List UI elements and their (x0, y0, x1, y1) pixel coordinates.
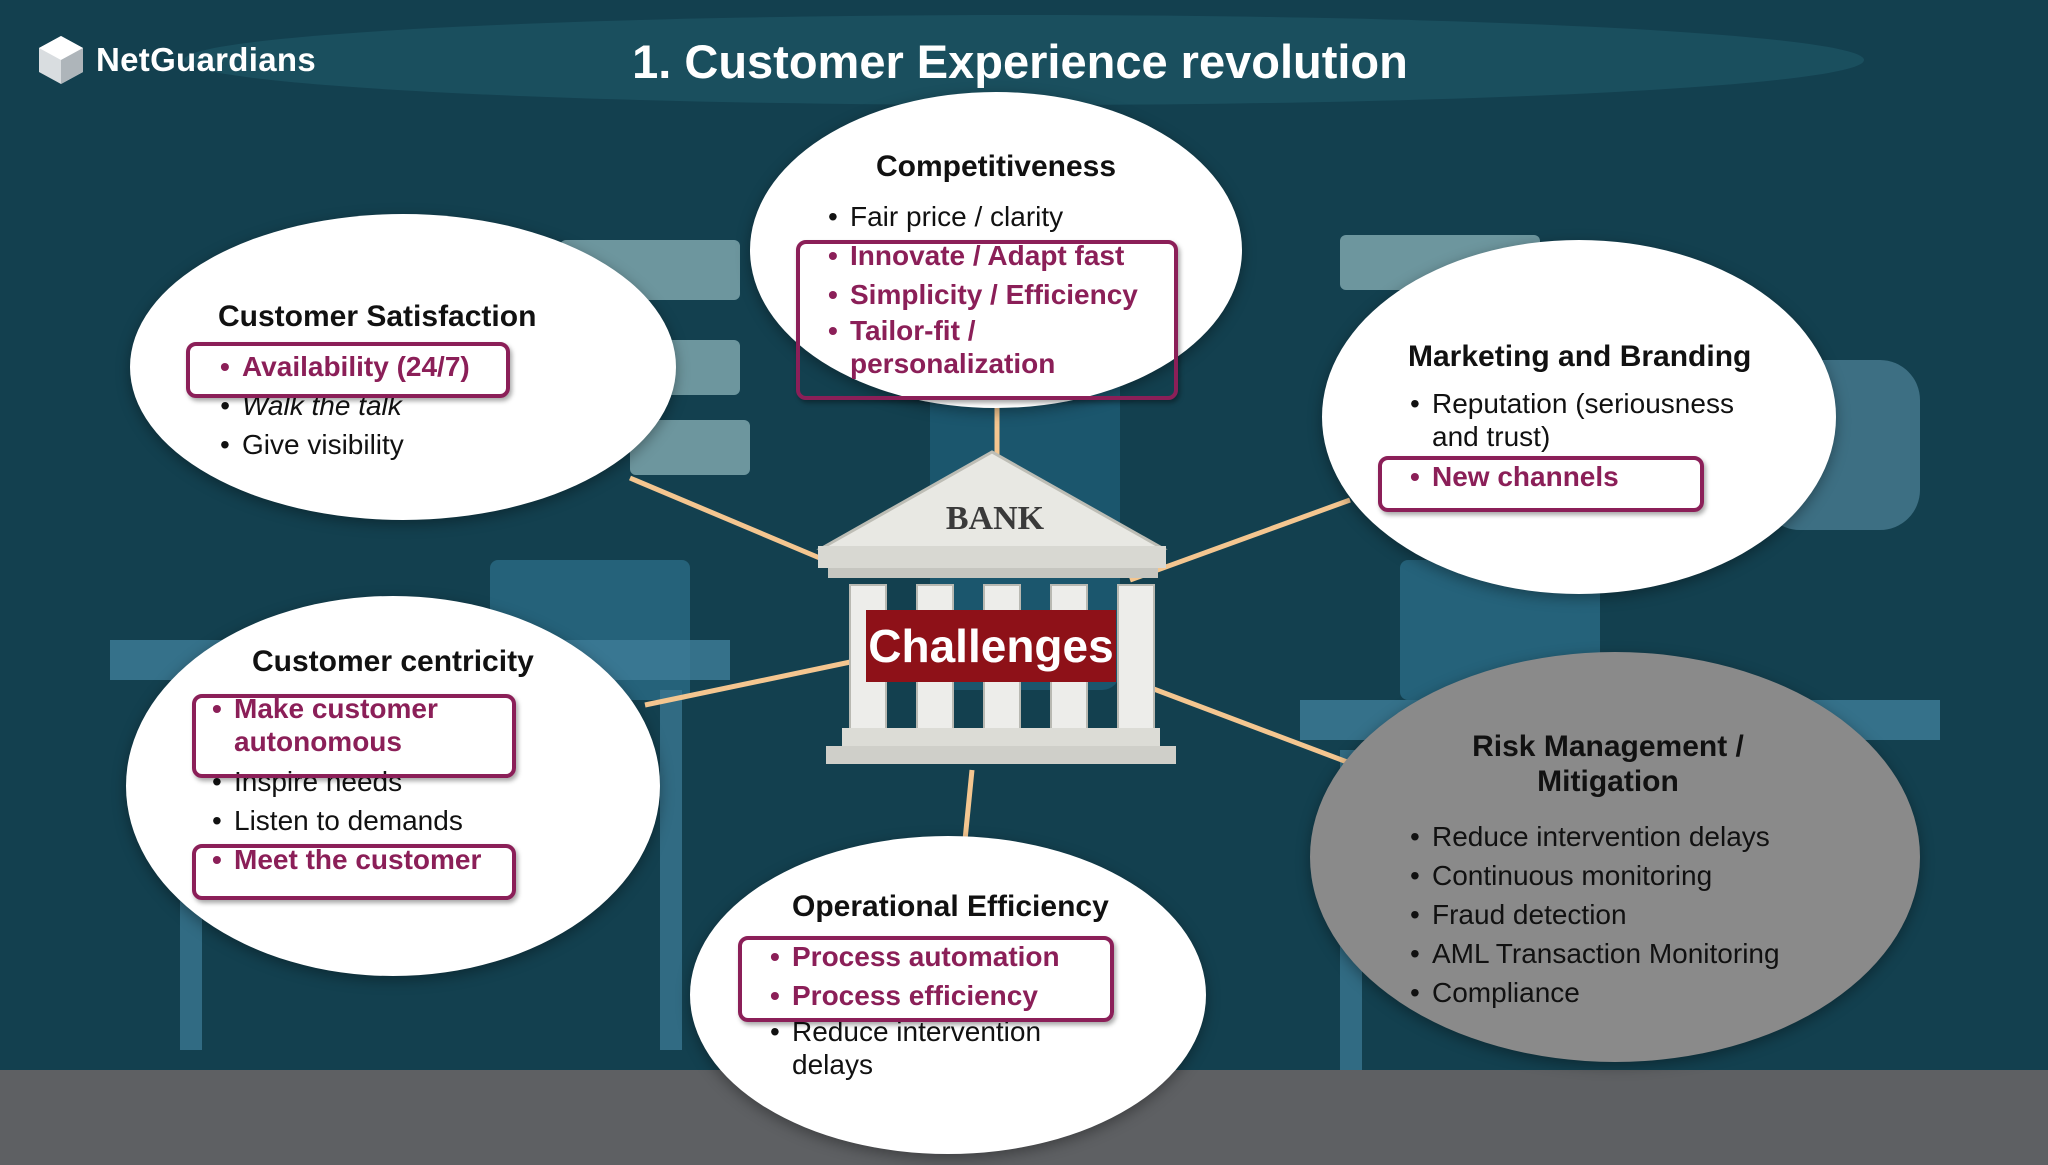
highlight-box (186, 342, 510, 398)
connector-customer-centricity (644, 657, 861, 708)
list-item: New channels (1408, 457, 1768, 496)
list-item: Inspire needs (210, 762, 570, 801)
highlight-box (738, 936, 1114, 1022)
panel-competitiveness: Competitiveness Fair price / clarity Inn… (826, 150, 1186, 384)
list-item: Simplicity / Efficiency (826, 275, 1186, 314)
panel-title: Marketing and Branding (1408, 340, 1752, 373)
panel-customer-centricity: Customer centricity Make customer autono… (210, 645, 570, 879)
connector-marketing (1129, 497, 1351, 583)
list-item: Meet the customer (210, 840, 570, 879)
highlight-box (1378, 456, 1704, 512)
page-title: 1. Customer Experience revolution (632, 35, 1408, 88)
list-item: Reduce intervention delays (1408, 817, 1828, 856)
highlight-box (192, 844, 516, 900)
list-item: Listen to demands (210, 801, 570, 840)
highlight-box (192, 694, 516, 778)
list-item: Availability (24/7) (218, 347, 578, 386)
netguardians-logo: NetGuardians (36, 34, 316, 86)
list-item: Fraud detection (1408, 895, 1828, 934)
list-item: Give visibility (218, 425, 578, 464)
list-item: Reputation (seriousness and trust) (1408, 387, 1752, 453)
panel-title: Operational Efficiency (792, 890, 1109, 923)
logo-text: NetGuardians (96, 41, 316, 78)
list-item: Process efficiency (768, 976, 1128, 1015)
list-item: Process automation (768, 937, 1128, 976)
highlight-box (796, 240, 1178, 400)
cube-icon (39, 36, 83, 84)
list-item: AML Transaction Monitoring (1408, 934, 1828, 973)
connector-risk (1129, 677, 1356, 768)
connector-operational (962, 769, 975, 841)
list-item: Compliance (1408, 973, 1828, 1012)
challenges-label: Challenges (866, 610, 1116, 682)
panel-title: Customer centricity (252, 645, 534, 678)
panel-title: Competitiveness (875, 150, 1117, 183)
list-item: Continuous monitoring (1408, 856, 1828, 895)
list-item: Make customer autonomous (210, 692, 454, 758)
bank-label: BANK (945, 500, 1045, 537)
list-item: Tailor-fit / personalization (826, 314, 1060, 380)
panel-operational: Operational Efficiency Process automatio… (768, 890, 1128, 1085)
list-item: Innovate / Adapt fast (826, 236, 1186, 275)
panel-risk: Risk Management / Mitigation Reduce inte… (1408, 730, 1828, 1012)
panel-marketing: Marketing and Branding Reputation (serio… (1408, 340, 1768, 496)
panel-title: Risk Management / Mitigation (1472, 730, 1744, 798)
list-item: Fair price / clarity (826, 197, 1186, 236)
list-item: Reduce intervention delays (768, 1015, 1072, 1081)
panel-title: Customer Satisfaction (218, 300, 537, 333)
